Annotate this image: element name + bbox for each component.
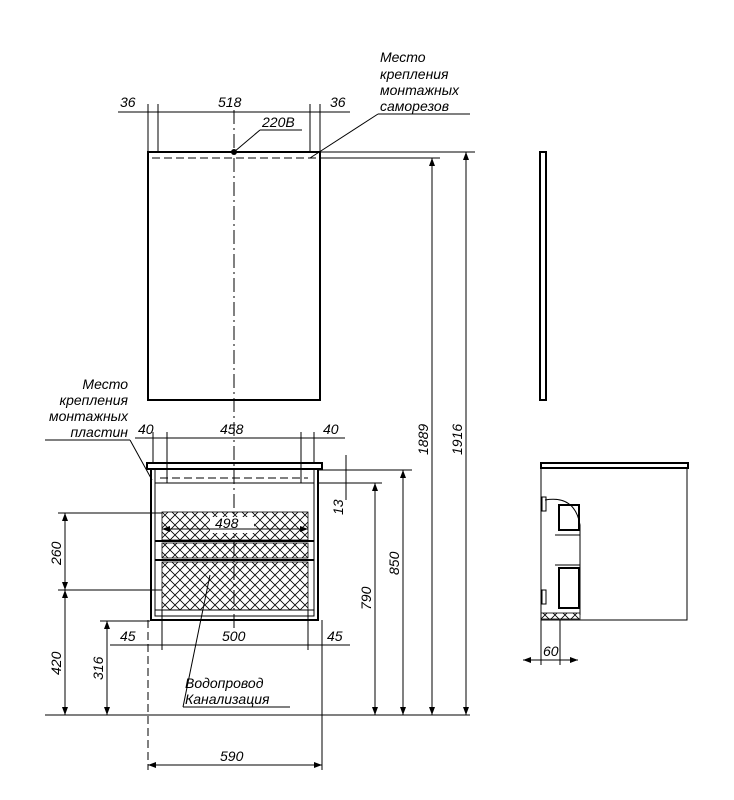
mirror-side-view (539, 151, 547, 401)
note-line: пластин (70, 424, 128, 440)
dim-316: 316 (90, 656, 106, 680)
dim-plate-mid: 458 (220, 421, 244, 437)
dim-plate-left: 40 (138, 421, 154, 437)
dim-plate-right: 40 (323, 421, 339, 437)
screws-note: Место крепления монтажных саморезов (309, 49, 470, 159)
note-line: Место (380, 49, 426, 65)
note-line: саморезов (380, 98, 449, 114)
bottom-dimensions: 45 500 45 590 Водопровод Канализация (110, 574, 350, 770)
dim-mirror-mid: 518 (218, 94, 242, 110)
note-line: крепления (380, 66, 449, 82)
dim-498: 498 (215, 515, 239, 531)
dim-850: 850 (386, 551, 402, 575)
dim-590: 590 (220, 748, 244, 764)
cabinet-side-view: 60 (523, 462, 689, 665)
note-line: монтажных (49, 408, 129, 424)
dim-260: 260 (48, 541, 64, 566)
note-line: монтажных (380, 82, 460, 98)
height-dimensions: 1889 1916 850 790 13 (318, 151, 475, 715)
dim-60: 60 (543, 643, 559, 659)
dim-13: 13 (330, 499, 346, 515)
cabinet-front-view: 498 (146, 462, 323, 621)
dim-mirror-left: 36 (120, 94, 136, 110)
dim-1916: 1916 (449, 424, 465, 455)
dim-420: 420 (48, 651, 64, 675)
plate-dimensions: 40 458 40 (135, 421, 345, 483)
plates-note: Место крепления монтажных пластин (45, 376, 153, 481)
dim-1889: 1889 (415, 424, 431, 455)
sewer-label: Канализация (185, 691, 270, 707)
note-line: Место (82, 376, 128, 392)
dim-790: 790 (358, 586, 374, 610)
dim-leg-mid: 500 (222, 628, 246, 644)
dim-leg-left: 45 (120, 628, 136, 644)
note-line: крепления (59, 392, 128, 408)
mirror-width-dimensions: 36 518 36 (118, 94, 350, 152)
left-dimensions: 260 420 316 (45, 512, 470, 716)
power-label: 220В (261, 114, 295, 130)
water-label: Водопровод (185, 675, 264, 691)
dim-leg-right: 45 (327, 628, 343, 644)
dim-mirror-right: 36 (330, 94, 346, 110)
